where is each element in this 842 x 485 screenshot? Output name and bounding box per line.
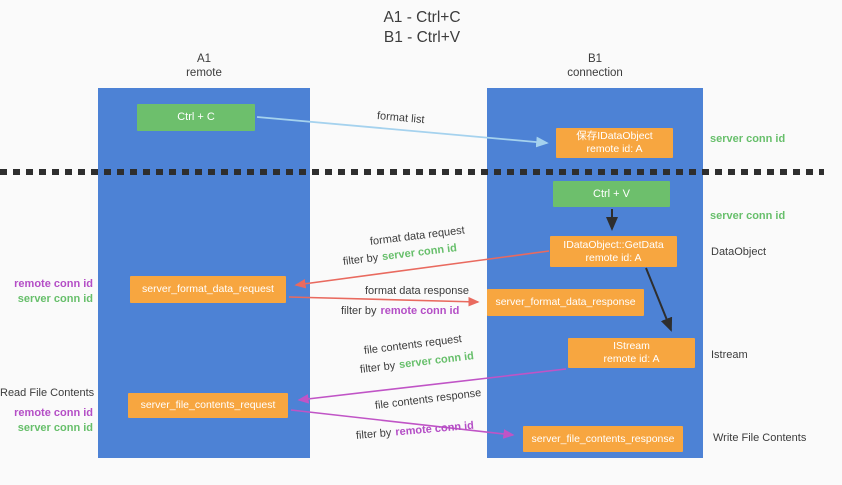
filter-by-text: filter by (355, 426, 392, 442)
title-line-2: B1 - Ctrl+V (383, 29, 461, 46)
node-server-file-contents-response: server_file_contents_response (523, 426, 683, 452)
server-file-contents-response-label: server_file_contents_response (531, 432, 675, 445)
remote-conn-id-text: remote conn id (380, 305, 460, 317)
filter-by-text: filter by (341, 305, 377, 317)
filter-by-text: filter by (359, 359, 396, 376)
server-format-data-response-label: server_format_data_response (495, 296, 636, 308)
title-line-1: A1 - Ctrl+C (383, 9, 461, 26)
istream-line1: IStream (613, 340, 650, 352)
left-label-read-file-contents: Read File Contents (0, 387, 95, 399)
save-idataobject-line1: 保存IDataObject (576, 130, 653, 142)
right-label-server-conn-id-mid: server conn id (710, 210, 786, 222)
edge-label-format-data-response: format data response (365, 285, 469, 297)
diagram-title: A1 - Ctrl+C B1 - Ctrl+V (312, 8, 532, 48)
server-file-contents-request-label: server_file_contents_request (140, 399, 276, 411)
server-conn-id-text: server conn id (398, 350, 475, 372)
lane-a1-name: A1 (196, 53, 212, 65)
filter-by-text: filter by (342, 251, 379, 268)
node-ctrl-v: Ctrl + V (553, 181, 670, 207)
node-server-format-data-response: server_format_data_response (487, 289, 644, 316)
lane-b1-role: connection (567, 67, 623, 79)
getdata-line2: remote id: A (585, 251, 642, 264)
node-server-file-contents-request: server_file_contents_request (128, 393, 288, 418)
getdata-line1: IDataObject::GetData (563, 238, 664, 251)
lane-header-a1: A1 remote (134, 52, 274, 80)
save-idataobject-line2: remote id: A (586, 143, 643, 155)
right-label-dataobject: DataObject (711, 246, 767, 258)
right-label-server-conn-id-top: server conn id (710, 133, 786, 145)
lane-a1-role: remote (186, 67, 222, 79)
left-label-remote-conn-id-bottom: remote conn id (14, 407, 93, 419)
arrow-format-data-response (288, 296, 480, 307)
istream-line2: remote id: A (603, 353, 660, 365)
edge-label-file-contents-response: file contents response (374, 387, 482, 412)
phase-separator-dotted-line (0, 169, 824, 175)
edge-label-format-list: format list (376, 110, 426, 127)
node-ctrl-c: Ctrl + C (137, 104, 255, 131)
remote-conn-id-text: remote conn id (394, 419, 475, 439)
left-label-remote-conn-id-top: remote conn id (14, 278, 93, 290)
right-label-write-file-contents: Write File Contents (713, 432, 807, 444)
node-server-format-data-request: server_format_data_request (130, 276, 286, 303)
ctrl-c-label: Ctrl + C (177, 111, 215, 123)
node-istream: IStream remote id: A (568, 338, 695, 368)
right-label-istream: Istream (711, 349, 748, 361)
ctrl-v-label: Ctrl + V (593, 187, 630, 200)
node-idataobject-getdata: IDataObject::GetData remote id: A (550, 236, 677, 267)
lane-b1-name: B1 (587, 53, 603, 65)
left-label-server-conn-id-top: server conn id (17, 293, 93, 305)
left-label-server-conn-id-bottom: server conn id (17, 422, 93, 434)
node-save-idataobject: 保存IDataObject remote id: A (556, 128, 673, 158)
lane-header-b1: B1 connection (525, 52, 665, 80)
server-format-data-request-label: server_format_data_request (142, 283, 274, 295)
